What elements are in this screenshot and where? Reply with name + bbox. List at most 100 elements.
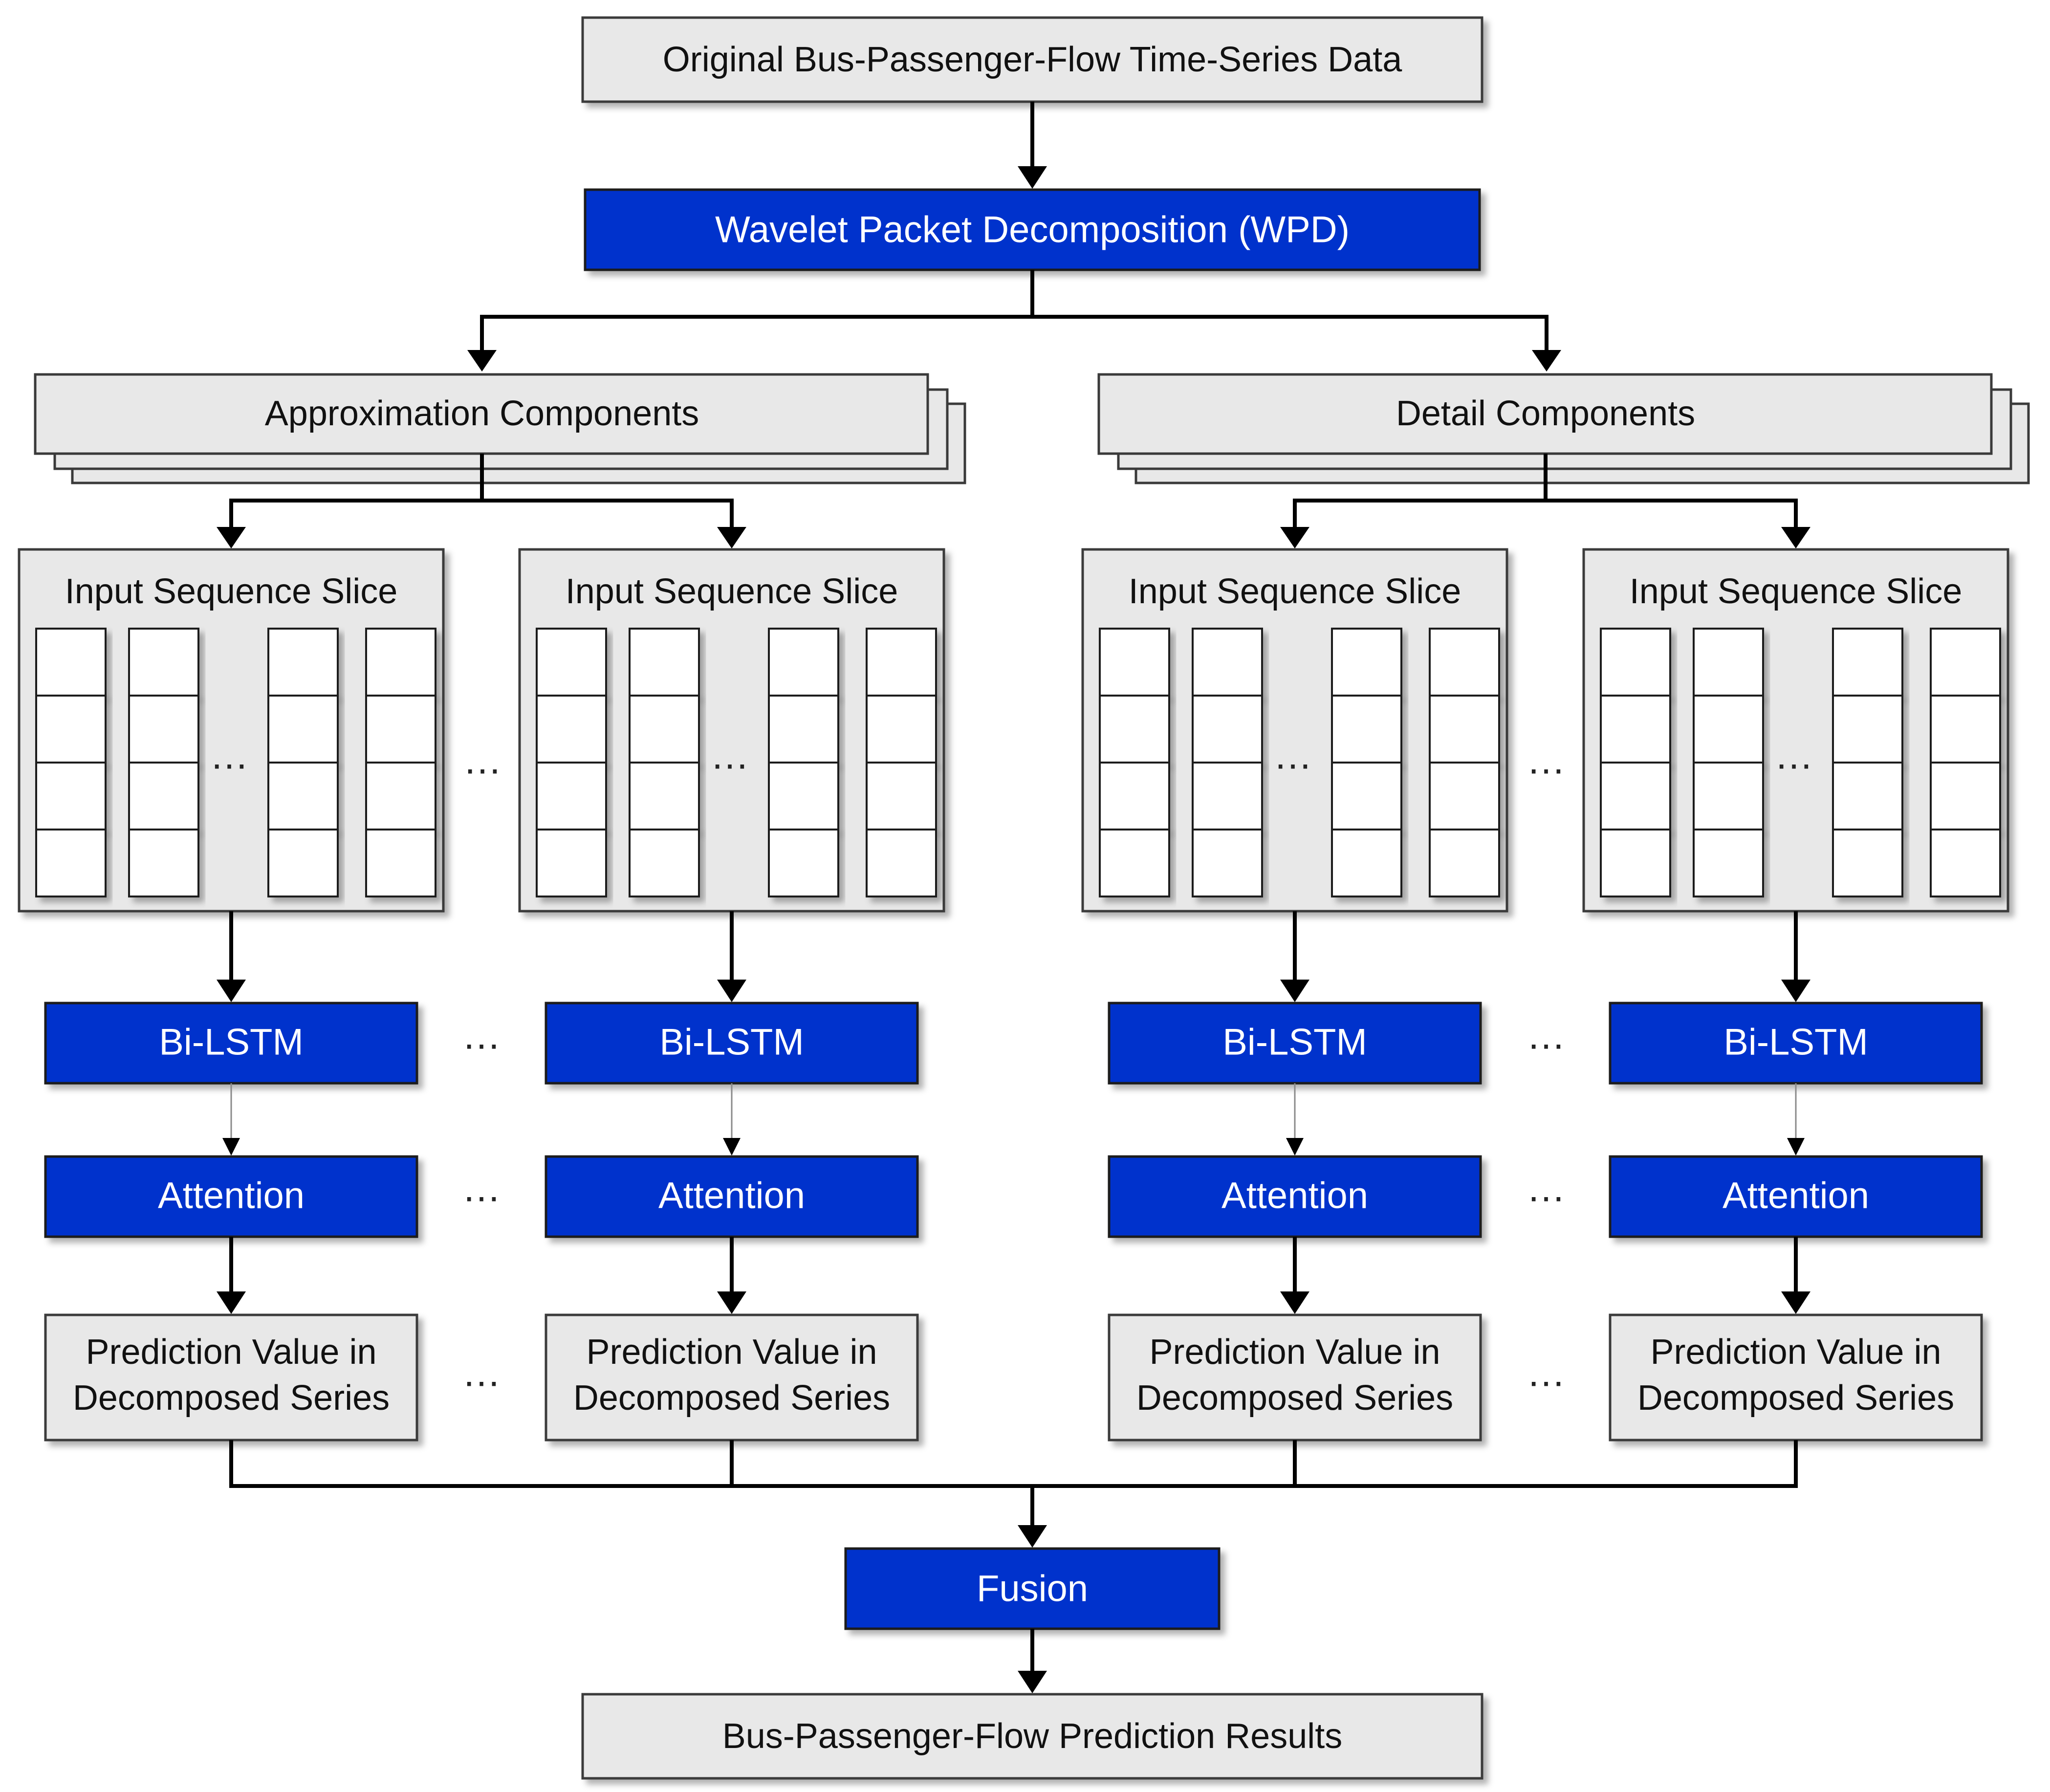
attention-box: Attention xyxy=(1108,1155,1482,1238)
detail-label: Detail Components xyxy=(1396,394,1695,433)
sequence-cell xyxy=(365,628,436,697)
sequence-cell xyxy=(629,829,700,897)
sequence-cell xyxy=(1600,695,1671,764)
sequence-cell xyxy=(536,762,607,830)
sequence-cell xyxy=(866,762,937,830)
ellipsis-icon: … xyxy=(1527,1014,1566,1057)
sequence-cell xyxy=(768,762,839,830)
output-box: Bus-Passenger-Flow Prediction Results xyxy=(581,1693,1483,1780)
prediction-label-line1: Prediction Value in xyxy=(86,1333,376,1372)
prediction-label-line1: Prediction Value in xyxy=(586,1333,877,1372)
sequence-cell xyxy=(365,762,436,830)
sequence-cell xyxy=(1099,695,1170,764)
ellipsis-icon: … xyxy=(462,1351,501,1395)
sequence-cell xyxy=(1600,762,1671,830)
prediction-label-line2: Decomposed Series xyxy=(73,1378,390,1418)
ellipsis-icon: … xyxy=(710,734,749,777)
sequence-cell xyxy=(536,628,607,697)
approximation-label: Approximation Components xyxy=(265,394,699,433)
sequence-cell xyxy=(35,829,107,897)
prediction-label-line1: Prediction Value in xyxy=(1650,1333,1941,1372)
prediction-label-line2: Decomposed Series xyxy=(1637,1378,1954,1418)
sequence-cell xyxy=(1600,829,1671,897)
sequence-cell xyxy=(1192,628,1263,697)
sequence-column xyxy=(1693,628,1764,897)
ellipsis-icon: … xyxy=(210,734,249,777)
sequence-cell xyxy=(128,695,199,764)
ellipsis-icon: … xyxy=(1527,1351,1566,1395)
sequence-cell xyxy=(1429,695,1500,764)
sequence-cell xyxy=(1429,829,1500,897)
sequence-column xyxy=(1331,628,1402,897)
sequence-cell xyxy=(35,762,107,830)
sequence-column xyxy=(1099,628,1170,897)
sequence-cell xyxy=(866,628,937,697)
sequence-cell xyxy=(35,695,107,764)
sequence-cell xyxy=(1192,762,1263,830)
sequence-cell xyxy=(1099,628,1170,697)
sequence-cell xyxy=(768,628,839,697)
bilstm-label: Bi-LSTM xyxy=(1222,1022,1367,1063)
sequence-cell xyxy=(267,628,339,697)
arrow-fusion-to-output xyxy=(1018,1629,1047,1693)
sequence-cell xyxy=(267,762,339,830)
bilstm-box: Bi-LSTM xyxy=(1108,1002,1482,1085)
sequence-column xyxy=(866,628,937,897)
input-sequence-slice: Input Sequence Slice… xyxy=(1582,548,2009,913)
sequence-cell xyxy=(866,829,937,897)
attention-label: Attention xyxy=(1221,1175,1368,1217)
fusion-label: Fusion xyxy=(977,1568,1088,1610)
arrow-wpd-split xyxy=(467,270,1561,372)
sequence-cell xyxy=(536,695,607,764)
sequence-cell xyxy=(1693,628,1764,697)
approximation-components-box: Approximation Components xyxy=(34,373,966,484)
sequence-cell xyxy=(128,829,199,897)
sequence-cell xyxy=(1930,695,2001,764)
sequence-column xyxy=(1429,628,1500,897)
slice-label: Input Sequence Slice xyxy=(566,572,898,611)
sequence-cell xyxy=(536,829,607,897)
sequence-cell xyxy=(267,695,339,764)
sequence-cell xyxy=(1099,762,1170,830)
sequence-cell xyxy=(1930,829,2001,897)
sequence-cell xyxy=(1832,829,1903,897)
attention-label: Attention xyxy=(658,1175,805,1217)
attention-box: Attention xyxy=(1609,1155,1983,1238)
output-label: Bus-Passenger-Flow Prediction Results xyxy=(722,1717,1343,1756)
sequence-cell xyxy=(1930,762,2001,830)
sequence-cell xyxy=(267,829,339,897)
wpd-box: Wavelet Packet Decomposition (WPD) xyxy=(584,188,1481,271)
attention-label: Attention xyxy=(1723,1175,1869,1217)
sequence-cell xyxy=(629,762,700,830)
sequence-cell xyxy=(1832,695,1903,764)
sequence-cell xyxy=(1192,695,1263,764)
ellipsis-icon: … xyxy=(462,1014,501,1057)
ellipsis-icon: … xyxy=(462,1166,501,1210)
sequence-cell xyxy=(1429,628,1500,697)
sequence-cell xyxy=(128,628,199,697)
sequence-cell xyxy=(768,829,839,897)
arrow-predictions-to-fusion xyxy=(231,1484,1796,1548)
sequence-cell xyxy=(1693,695,1764,764)
ellipsis-icon: … xyxy=(1774,734,1813,777)
sequence-cell xyxy=(1331,762,1402,830)
arrow-approximation-split xyxy=(217,454,746,548)
sequence-cell xyxy=(1832,762,1903,830)
ellipsis-icon: … xyxy=(1527,739,1566,782)
sequence-cell xyxy=(365,829,436,897)
sequence-cell xyxy=(1693,829,1764,897)
input-sequence-slice: Input Sequence Slice… xyxy=(18,548,445,913)
sequence-cell xyxy=(1331,628,1402,697)
prediction-label-line2: Decomposed Series xyxy=(1136,1378,1453,1418)
sequence-cell xyxy=(1331,695,1402,764)
attention-box: Attention xyxy=(545,1155,919,1238)
sequence-cell xyxy=(1331,829,1402,897)
bilstm-label: Bi-LSTM xyxy=(659,1022,804,1063)
input-sequence-slice: Input Sequence Slice… xyxy=(1081,548,1508,913)
